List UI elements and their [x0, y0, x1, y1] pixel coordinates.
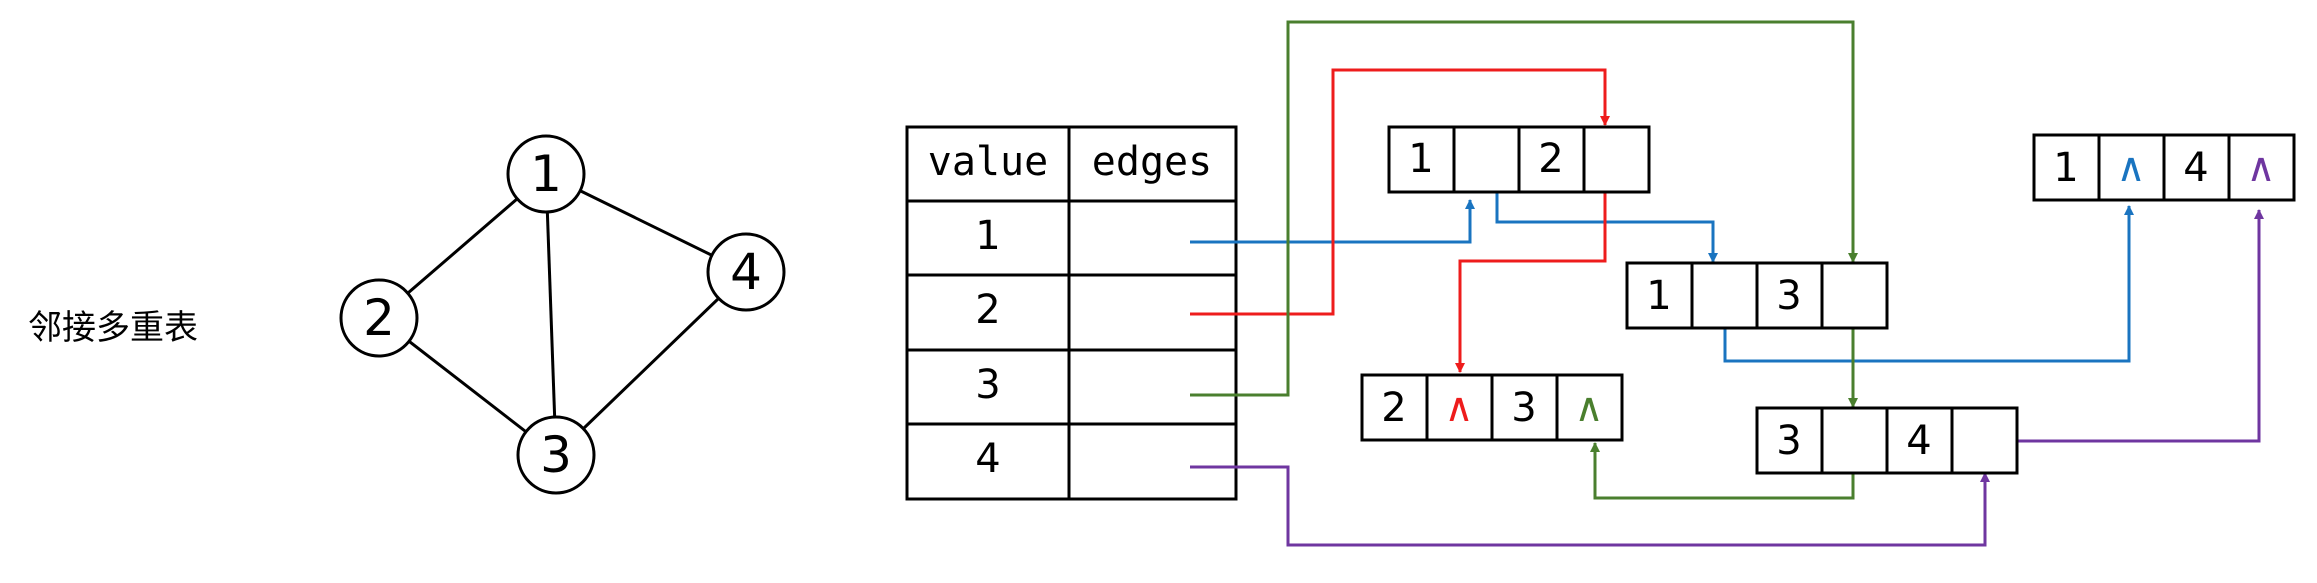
- edge-node-e23-ilink-null-icon: ∧: [1444, 385, 1473, 431]
- pointer-v3-to-e13: [1190, 20, 1858, 397]
- edge-node-e14-ilink-null-icon: ∧: [2116, 145, 2145, 191]
- pointer-e34-to-e14: [1987, 209, 2264, 443]
- edge-node-e23-ivex: 2: [1381, 385, 1406, 431]
- vertex-table-header-value: value: [928, 139, 1048, 185]
- vertex-table-header-edges: edges: [1092, 139, 1212, 185]
- graph-vertex-1-label: 1: [530, 145, 562, 203]
- edge-node-e13-ivex: 1: [1646, 273, 1671, 319]
- edge-node-e13-jvex: 3: [1776, 273, 1801, 319]
- vertex-table: value edges 1 2 3 4: [905, 125, 1238, 501]
- graph-vertex-3: 3: [516, 415, 596, 495]
- edge-node-e23: 2 ∧ 3 ∧: [1360, 373, 1624, 442]
- graph-edge-1-3: [544, 173, 558, 456]
- graph-vertex-1: 1: [506, 134, 586, 214]
- graph-vertex-4-label: 4: [730, 243, 762, 301]
- edge-node-e23-jvex: 3: [1511, 385, 1536, 431]
- edge-node-e14-jlink-null-icon: ∧: [2246, 145, 2275, 191]
- vertex-table-frame: [905, 125, 1238, 501]
- edge-node-e34-ivex: 3: [1776, 418, 1801, 464]
- vertex-table-value-2: 2: [975, 287, 1000, 333]
- pointer-v2-to-e12: [1190, 68, 1610, 316]
- edge-node-e23-jlink-null-icon: ∧: [1574, 385, 1603, 431]
- graph-edge-3-4: [554, 270, 748, 457]
- edge-node-e13: 1 3: [1625, 261, 1889, 330]
- graph-vertex-4: 4: [706, 232, 786, 312]
- vertex-table-value-1: 1: [975, 213, 1000, 259]
- graph-vertex-2-label: 2: [363, 289, 395, 347]
- edge-node-e34-jvex: 4: [1906, 418, 1931, 464]
- pointer-v4-to-e34: [1190, 465, 1990, 547]
- edge-node-e14-ivex: 1: [2053, 145, 2078, 191]
- edge-node-e34: 3 4: [1755, 406, 2019, 475]
- undirected-graph: 1 2 3 4: [339, 134, 786, 495]
- graph-vertex-3-label: 3: [540, 426, 572, 484]
- edge-node-e12: 1 2: [1387, 125, 1651, 194]
- graph-vertex-2: 2: [339, 278, 419, 358]
- vertex-table-value-4: 4: [975, 436, 1000, 482]
- pointer-e12-to-e23: [1455, 162, 1607, 373]
- vertex-table-value-3: 3: [975, 362, 1000, 408]
- edge-node-e12-jvex: 2: [1538, 136, 1563, 182]
- edge-node-e12-ivex: 1: [1408, 136, 1433, 182]
- edge-node-e14: 1 ∧ 4 ∧: [2032, 133, 2296, 202]
- edge-node-e14-jvex: 4: [2183, 145, 2208, 191]
- pointer-v1-to-e12: [1190, 199, 1475, 244]
- diagram-title: 邻接多重表: [28, 308, 198, 348]
